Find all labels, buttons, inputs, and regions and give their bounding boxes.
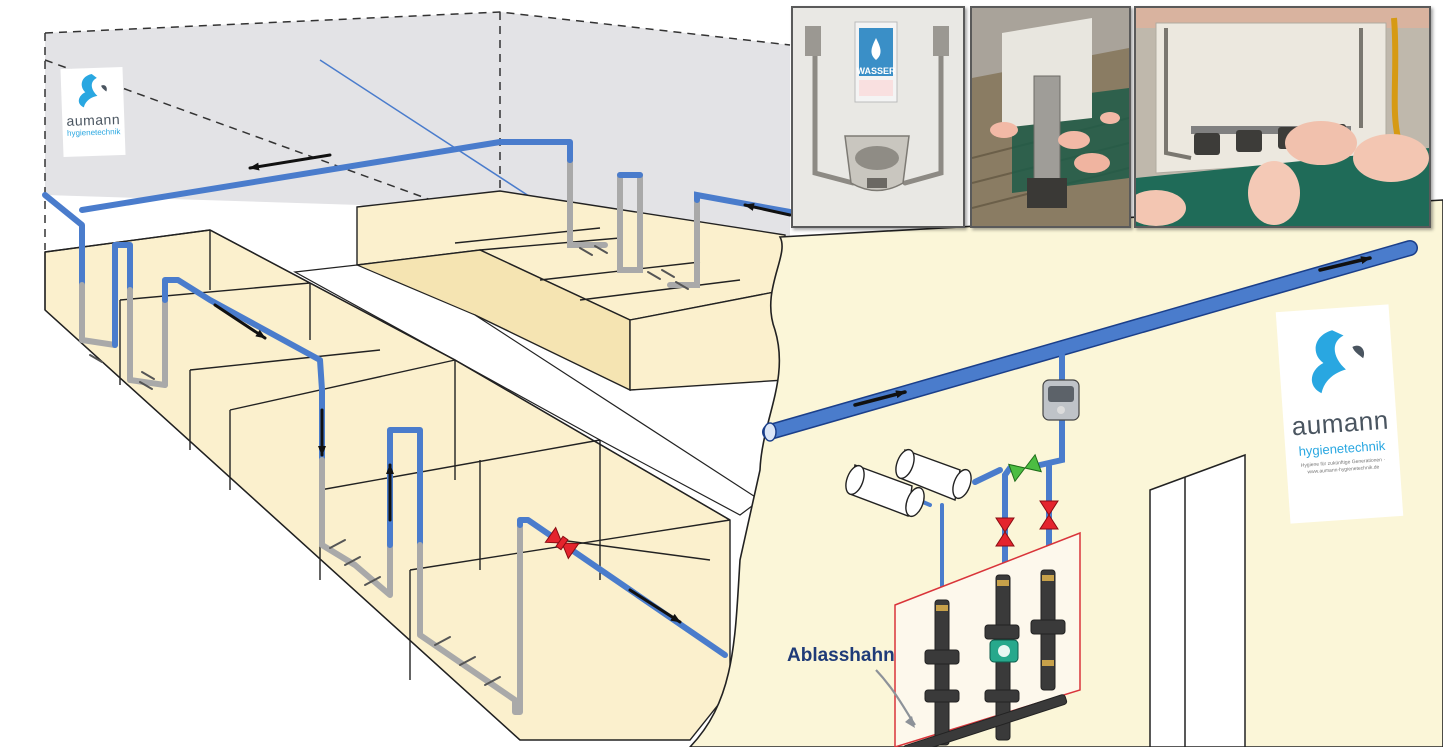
shutoff-valve-front	[544, 526, 580, 560]
aumann-logo-large: aumann hygienetechnik Hygiene für zukünf…	[1275, 304, 1404, 524]
trough-sign-text: WASSER	[856, 66, 896, 76]
trough-pipe-frame	[812, 45, 944, 186]
photo-pen-wall-drinkers	[1134, 6, 1431, 228]
aumann-logo-small: aumann hygienetechnik	[60, 66, 126, 158]
aumann-swirl-icon-large	[1311, 330, 1365, 394]
building-wall	[688, 199, 1443, 747]
callout-pointer	[875, 669, 916, 728]
back-pen-drinker-lines	[567, 147, 793, 290]
dosing-pump	[1042, 379, 1080, 421]
front-pen-drinker-lines	[79, 242, 728, 715]
door	[1149, 453, 1246, 747]
logo-large-fine-print: Hygiene für zukünftige Generationen · ww…	[1300, 456, 1386, 476]
flush-cylinders	[845, 448, 972, 518]
aumann-swirl-icon	[78, 74, 107, 108]
logo-large-brand: aumann	[1290, 404, 1390, 442]
photo-pen-with-pigs	[970, 6, 1131, 228]
shutoff-valve-wall-right	[1039, 500, 1059, 530]
drain-valve-label: Ablasshahn	[787, 645, 895, 666]
hydraulic-panel	[894, 531, 1081, 747]
overhead-supply-line	[42, 139, 792, 288]
green-valve	[1007, 453, 1043, 483]
shutoff-valve-wall-left	[995, 517, 1015, 547]
photo-drinking-trough: WASSER	[791, 6, 965, 228]
logo-small-subtitle: hygienetechnik	[66, 127, 121, 138]
